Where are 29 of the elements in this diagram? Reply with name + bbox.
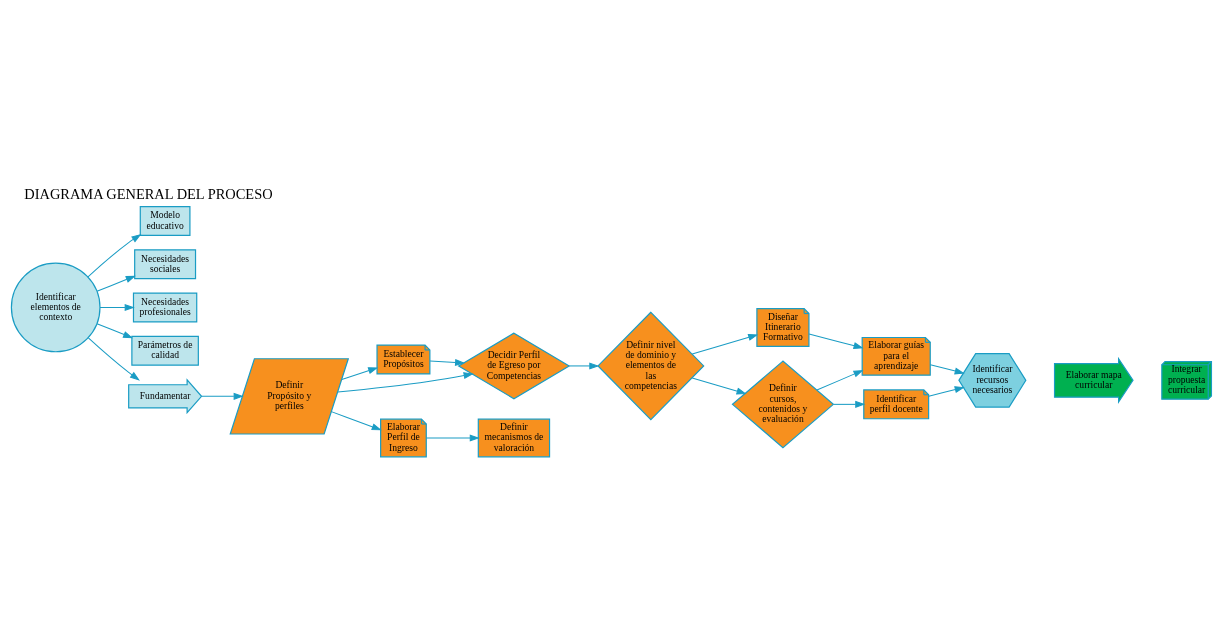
arrow [330,410,382,430]
node-box: Definir mecanismos de valoración [477,418,551,457]
arrow [87,336,140,381]
node-diamond: Definir cursos, contenidos y evaluación [731,359,835,448]
node-box: Parámetros de calidad [131,335,199,366]
node-diamond: Definir nivel de dominio y elementos de las competencias [597,310,705,420]
arrow [429,358,466,366]
arrow [96,275,136,292]
arrow [341,366,379,380]
node-box: Necesidades profesionales [132,291,198,322]
arrow [87,233,142,278]
arrow [691,376,747,394]
arrow [201,392,244,400]
arrow [568,361,600,369]
arrow [833,400,866,408]
arrow [808,333,864,349]
arrow [691,333,759,354]
arrow [96,322,134,338]
diagram-title: DIAGRAMA GENERAL DEL PROCESO [24,185,273,202]
arrow [929,363,965,374]
arrow [816,369,864,391]
node-box: Modelo educativo [139,205,191,236]
node-diamond: Decidir Perfil de Egreso por Competencias [457,331,571,399]
arrow [99,303,135,311]
node-circle: Identificar elementos de contexto [10,262,101,352]
node-box: Necesidades sociales [134,248,197,279]
arrow [928,385,965,397]
arrow [425,433,480,442]
arrow [337,371,474,393]
